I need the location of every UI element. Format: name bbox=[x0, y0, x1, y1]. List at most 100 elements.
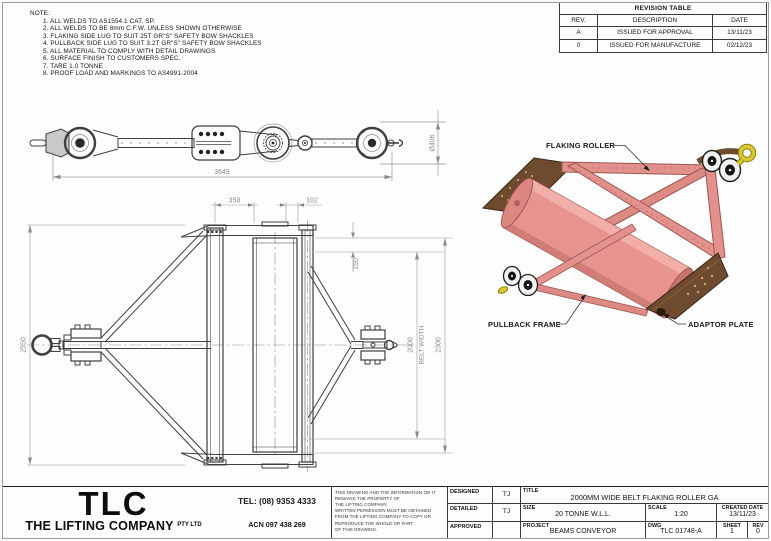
rev-value: 0 bbox=[756, 528, 760, 536]
iso-shackle-top bbox=[736, 143, 757, 166]
scale-value: 1:20 bbox=[674, 510, 688, 518]
detailed-value: TJ bbox=[502, 507, 511, 515]
disclaimer-line: WRITTEN PERMISSION MUST BE OBTAINED bbox=[335, 508, 432, 514]
drawing-info-block: TITLE 2000MM WIDE BELT FLAKING ROLLER GA… bbox=[521, 487, 768, 538]
side-elevation-view: 3649 Ø406 bbox=[29, 110, 446, 181]
scale-label: SCALE bbox=[648, 505, 667, 512]
title-block: TLC THE LIFTING COMPANY PTY LTD TEL: (08… bbox=[3, 486, 768, 538]
project-label: PROJECT bbox=[523, 522, 550, 529]
dim-102: 102 bbox=[306, 198, 318, 205]
description-cell: ISSUED FOR MANUFACTURE bbox=[597, 40, 712, 52]
detailed-row: DETAILED TJ bbox=[448, 504, 520, 522]
dim-3649: 3649 bbox=[214, 169, 230, 176]
copyright-disclaimer: THIS DRAWING AND THE INFORMATION ON IT R… bbox=[331, 487, 448, 538]
company-phone: TEL: (08) 9353 4333 bbox=[238, 496, 316, 506]
approved-row: APPROVED bbox=[448, 521, 520, 538]
dim-2000: 2000 bbox=[408, 337, 415, 353]
drawing-title: 2000MM WIDE BELT FLAKING ROLLER GA bbox=[570, 492, 719, 502]
rev-cell: A bbox=[576, 29, 581, 36]
dim-406: Ø406 bbox=[430, 134, 437, 151]
designed-row: DESIGNED TJ bbox=[448, 487, 520, 505]
size-value: 20 TONNE W.L.L. bbox=[555, 510, 611, 518]
company-suffix: PTY LTD bbox=[177, 522, 202, 528]
designed-value: TJ bbox=[502, 490, 511, 498]
label-flaking-roller: FLAKING ROLLER bbox=[546, 141, 615, 150]
revision-table-title: REVISION TABLE bbox=[560, 3, 766, 15]
belt-width-label: BELT WIDTH bbox=[419, 325, 426, 364]
disclaimer-line: THE LIFTING COMPANY. bbox=[335, 501, 388, 507]
company-name: THE LIFTING COMPANY PTY LTD bbox=[11, 519, 216, 533]
note-line: 7. TARE 1.0 TONNE bbox=[43, 62, 103, 70]
created-date-cell: CREATED DATE 13/11/23 bbox=[717, 504, 768, 520]
plan-view-bolts bbox=[207, 230, 222, 460]
revision-table-header: REV. DESCRIPTION DATE bbox=[560, 15, 766, 27]
label-pullback-frame: PULLBACK FRAME bbox=[488, 320, 561, 329]
company-acn: ACN 097 438 269 bbox=[248, 520, 306, 529]
plan-view-centerlines bbox=[27, 220, 415, 472]
iso-bottom-left-wheels bbox=[497, 265, 539, 297]
dwg-value: TLC 01748-A bbox=[660, 528, 702, 536]
signature-block: DESIGNED TJ DETAILED TJ APPROVED bbox=[448, 487, 521, 538]
company-block: TLC THE LIFTING COMPANY PTY LTD TEL: (08… bbox=[3, 487, 331, 538]
sheet-cell: SHEET 1 bbox=[717, 521, 748, 538]
size-label: SIZE bbox=[523, 505, 536, 512]
project-cell: PROJECT BEAMS CONVEYOR bbox=[521, 521, 646, 538]
approved-label: APPROVED bbox=[448, 521, 493, 538]
disclaimer-line: THIS DRAWING AND THE INFORMATION ON IT bbox=[335, 489, 436, 495]
note-line: 8. PROOF LOAD AND MARKINGS TO AS4991-200… bbox=[43, 70, 198, 77]
revision-table: REVISION TABLE REV. DESCRIPTION DATE A I… bbox=[559, 3, 767, 53]
notes-block: NOTE: 1. ALL WELDS TO AS1554.1 CAT. SP. … bbox=[30, 10, 262, 78]
company-logo: TLC bbox=[78, 485, 149, 522]
rev-label: REV bbox=[752, 522, 764, 529]
note-line: 3. FLAKING SIDE LUG TO SUIT 25T GR"S" SA… bbox=[43, 32, 254, 40]
dim-150: 150 bbox=[353, 258, 360, 270]
sheet-label: SHEET bbox=[723, 522, 741, 529]
plan-view-dimension-text: 358 102 150 2550 2000 BELT WIDTH 2300 bbox=[21, 198, 447, 465]
title-cell: TITLE 2000MM WIDE BELT FLAKING ROLLER GA bbox=[521, 487, 768, 503]
disclaimer-line: REPRODUCE THE WHOLE OR PART bbox=[335, 520, 414, 526]
iso-labels: FLAKING ROLLER PULLBACK FRAME ADAPTOR PL… bbox=[488, 141, 754, 329]
disclaimer-line: REMAINS THE PROPERTY OF bbox=[335, 495, 400, 501]
size-cell: SIZE 20 TONNE W.L.L. bbox=[521, 504, 646, 521]
designed-label: DESIGNED bbox=[448, 487, 493, 504]
plan-view-dimension-lines bbox=[27, 202, 453, 466]
label-adaptor-plate: ADAPTOR PLATE bbox=[688, 320, 754, 329]
detailed-label: DETAILED bbox=[448, 504, 493, 521]
revision-row: A ISSUED FOR APPROVAL 13/11/23 bbox=[560, 27, 766, 40]
description-col-header: DESCRIPTION bbox=[597, 15, 712, 26]
date-col-header: DATE bbox=[712, 15, 766, 26]
plan-view-geometry bbox=[31, 221, 398, 469]
title-label: TITLE bbox=[523, 488, 539, 494]
iso-top-right-wheels bbox=[696, 143, 757, 183]
dim-358: 358 bbox=[229, 198, 241, 205]
approved-value bbox=[493, 522, 520, 538]
disclaimer-line: OF THIS DRAWING. bbox=[335, 526, 378, 532]
side-view-dimension-lines bbox=[52, 110, 446, 181]
dwg-cell: DWG TLC 01748-A bbox=[646, 521, 717, 538]
dim-2550: 2550 bbox=[21, 337, 28, 353]
disclaimer-line: FROM THE LIFTING COMPANY TO COPY OR bbox=[335, 514, 431, 520]
sheet-value: 1 bbox=[730, 528, 734, 536]
note-line: 5. ALL MATERIAL TO COMPLY WITH DETAIL DR… bbox=[43, 47, 216, 55]
dwg-label: DWG bbox=[648, 522, 662, 529]
side-view-geometry bbox=[29, 123, 404, 163]
date-cell: 13/11/23 bbox=[712, 27, 766, 39]
revision-row: 0 ISSUED FOR MANUFACTURE 02/12/23 bbox=[560, 40, 766, 52]
note-line: 4. PULLBACK SIDE LUG TO SUIT 3.2T GR"S" … bbox=[43, 40, 262, 47]
created-date-value: 13/11/23 bbox=[729, 510, 756, 518]
rev-cell: REV 0 bbox=[748, 522, 768, 538]
date-cell: 02/12/23 bbox=[712, 40, 766, 52]
company-name-text: THE LIFTING COMPANY bbox=[25, 519, 174, 533]
project-value: BEAMS CONVEYOR bbox=[549, 528, 617, 536]
description-cell: ISSUED FOR APPROVAL bbox=[597, 27, 712, 39]
note-line: 6. SURFACE FINISH TO CUSTOMERS SPEC. bbox=[43, 55, 181, 62]
rev-cell: 0 bbox=[576, 42, 581, 49]
note-line: 2. ALL WELDS TO BE 8mm C.F.W. UNLESS SHO… bbox=[43, 25, 242, 32]
iso-3d-view: FLAKING ROLLER PULLBACK FRAME ADAPTOR PL… bbox=[481, 141, 757, 329]
scale-cell: SCALE 1:20 bbox=[646, 504, 717, 521]
side-view-dimension-text: 3649 Ø406 bbox=[53, 122, 441, 180]
dim-2300: 2300 bbox=[436, 337, 443, 353]
created-date-label: CREATED DATE bbox=[721, 505, 764, 512]
